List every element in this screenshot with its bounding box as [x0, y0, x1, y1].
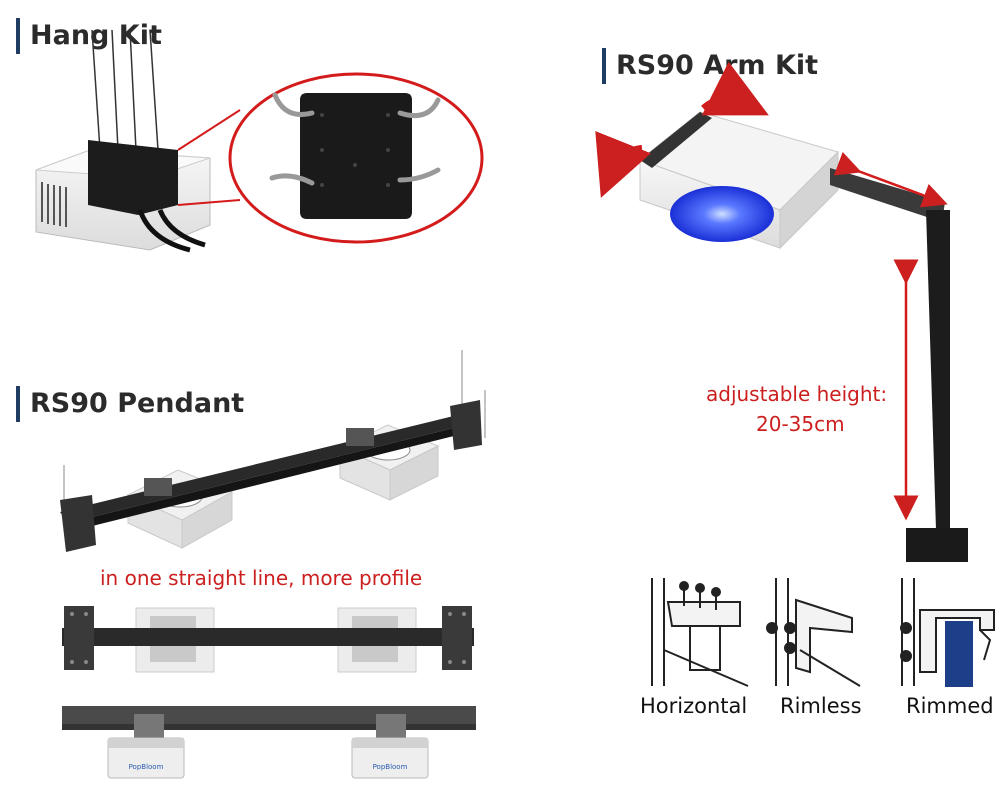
pendant-profile-note: in one straight line, more profile [100, 566, 423, 590]
hang-kit-illustration [35, 29, 484, 253]
hang-kit-title: Hang Kit [16, 18, 162, 54]
pendant-perspective-illustration [60, 350, 486, 552]
pendant-front-view-illustration: PopBloom PopBloom [62, 706, 476, 779]
mount-rimmed-icon [900, 578, 995, 687]
pendant-logo-right: PopBloom [373, 763, 408, 771]
pendant-title: RS90 Pendant [16, 386, 244, 422]
mount-horizontal-icon [651, 578, 749, 687]
arm-kit-illustration [595, 61, 968, 562]
pendant-logo-left: PopBloom [129, 763, 164, 771]
mount-caption-rimless: Rimless [780, 694, 862, 718]
mount-rimless-icon [766, 578, 861, 687]
height-label-line2: 20-35cm [756, 412, 845, 436]
mount-caption-rimmed: Rimmed [906, 694, 994, 718]
pendant-top-view-illustration [62, 606, 474, 673]
mount-caption-horizontal: Horizontal [640, 694, 748, 718]
height-label-line1: adjustable height: [706, 382, 888, 406]
